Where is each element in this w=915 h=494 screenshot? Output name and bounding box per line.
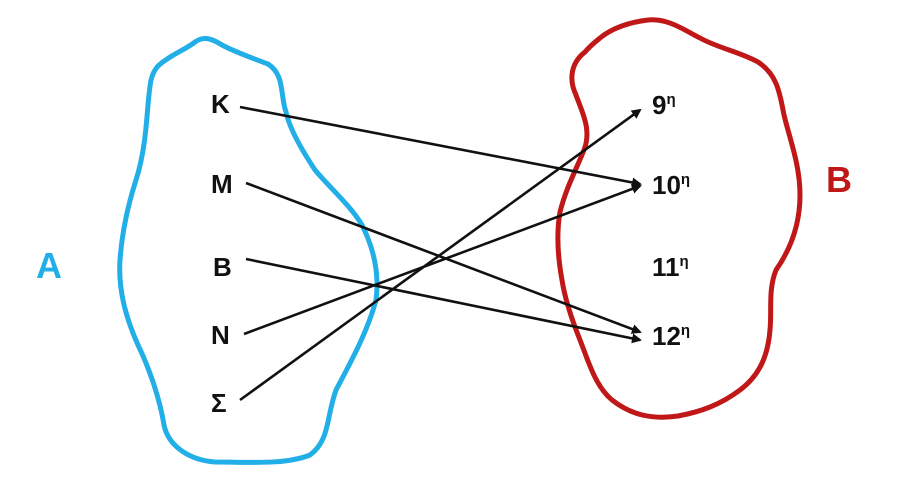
arrow-n-to-10th [243,184,642,336]
element-9th-number: 9 [652,90,666,120]
set-b-outline [555,17,803,420]
element-11th-suffix: η [680,253,689,270]
element-10th: 10η [652,170,690,200]
element-k: K [211,89,230,119]
element-m: M [211,169,233,199]
arrow-sigma-to-9th [239,108,642,402]
element-11th-number: 11 [652,252,680,282]
arrow-k-to-10th [239,105,642,188]
element-9th-suffix: η [666,91,675,108]
element-n: N [211,320,230,350]
set-b-name: B [826,159,852,200]
set-a-name: A [36,245,62,286]
arrow-b-to-12th [245,257,642,344]
element-12th-number: 12 [652,321,681,351]
set-a-outline [117,36,380,465]
element-10th-number: 10 [652,170,681,200]
element-12th: 12η [652,321,690,351]
element-b: B [213,252,232,282]
element-9th: 9η [652,90,676,120]
element-11th: 11η [652,252,689,282]
element-10th-suffix: η [681,171,690,188]
element-12th-suffix: η [681,322,690,339]
arrow-m-to-12th [245,181,642,334]
element-sigma: Σ [211,388,227,418]
